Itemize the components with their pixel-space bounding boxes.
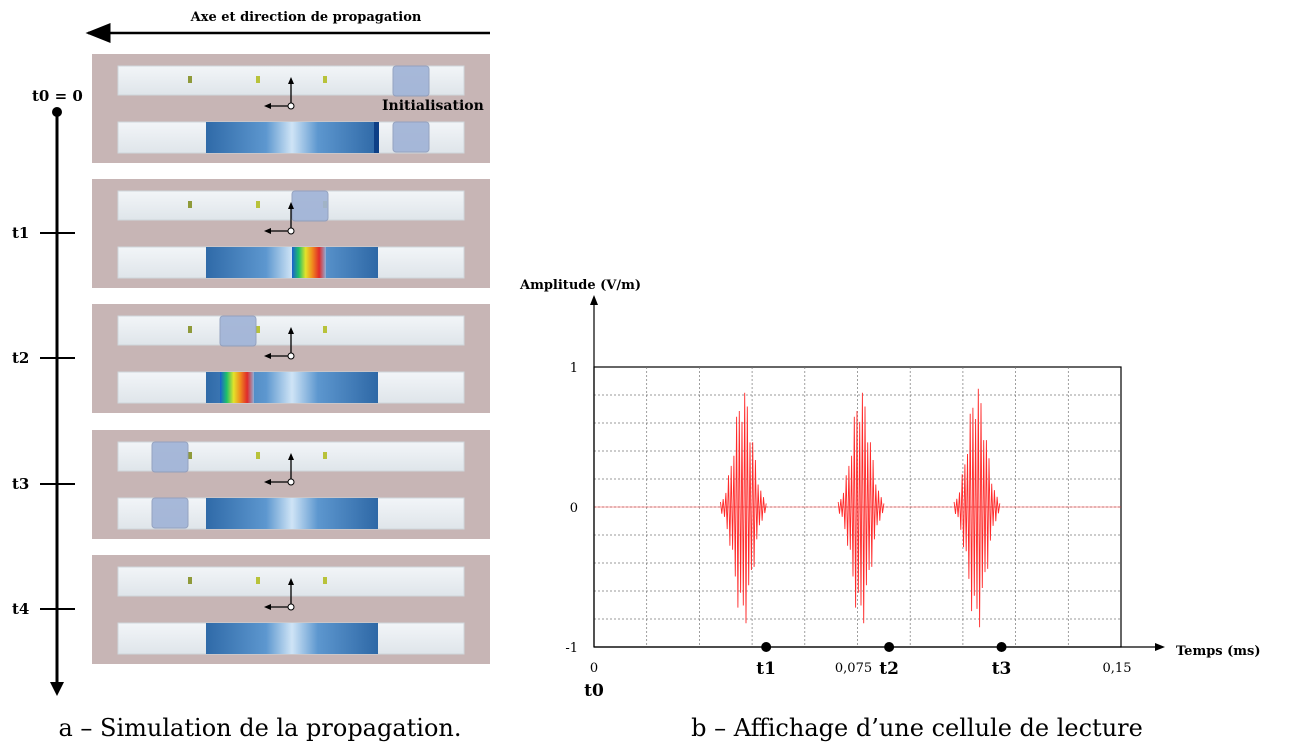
pulse-box [392,65,430,97]
chart-tick-labels: 1 0 -1 0 0,075 0,15 [565,361,1131,676]
x-axis-label: Temps (ms) [1176,644,1261,659]
pulse-box-lower [151,497,189,529]
panel-3 [92,430,490,539]
axis-x-head [264,353,271,359]
time-tick-label: t3 [12,475,29,493]
time-axis: t0 = 0 t1 t2 t3 t4 [12,87,83,696]
axis-y-dot [287,478,295,486]
sensor-mark [256,577,260,584]
sample-region [206,122,378,153]
sample-region [206,623,378,654]
axis-z-head [288,453,294,460]
axis-z-head [288,202,294,209]
propagation-axis-title: Axe et direction de propagation [190,10,422,25]
signal-series [594,388,1121,628]
marker-label: t1 [756,659,776,679]
panel-4 [92,555,490,664]
marker-dot [996,642,1007,652]
initialisation-label: Initialisation [382,98,484,114]
propagation-axis: Axe et direction de propagation [85,10,490,43]
axis-x-head [264,103,271,109]
axis-y-dot [287,102,295,110]
sensor-mark [256,76,260,83]
t0-label: t0 = 0 [32,87,83,105]
sensor-mark [188,76,192,83]
x-tick-label: 0,075 [835,661,872,676]
y-tick-label: -1 [565,641,578,656]
time-tick-label: t4 [12,600,29,618]
axis-y-dot [287,227,295,235]
axis-z-head [288,77,294,84]
marker-dot [884,642,895,652]
sample-edge [374,122,379,153]
signal-burst [720,392,767,624]
time-tick-label: t1 [12,224,29,242]
pulse-box [291,190,329,222]
signal-burst [953,388,1001,628]
caption-a: a – Simulation de la propagation. [58,714,461,742]
pulse-box-lower [392,121,430,153]
marker-label: t3 [992,659,1012,679]
x-tick-label: 0,15 [1103,661,1132,676]
sensor-mark [323,76,327,83]
sensor-mark [323,452,327,459]
x-tick-label: 0 [590,661,598,676]
pulse-box [151,441,189,473]
chart-axes [590,295,1165,651]
axis-y-dot [287,352,295,360]
sensor-mark [256,452,260,459]
caption-b: b – Affichage d’une cellule de lecture [691,714,1143,742]
x-axis-arrowhead [1155,643,1165,651]
y-axis-label: Amplitude (V/m) [519,278,641,293]
sensor-mark [188,577,192,584]
sample-region [206,498,378,529]
sensor-mark [256,201,260,208]
pulse-highlight [220,372,254,403]
axis-x-head [264,479,271,485]
time-axis-arrowhead [50,682,64,696]
simulation-panels [92,54,490,664]
axis-x-head [264,228,271,234]
axis-x-head [264,604,271,610]
y-tick-label: 0 [570,501,578,516]
signal-burst [837,392,885,624]
y-axis-arrowhead [590,295,598,305]
sensor-mark [188,452,192,459]
amplitude-chart: Amplitude (V/m) Temps (ms) 1 0 -1 0 0,075 0,1… [519,278,1261,701]
marker-label: t2 [879,659,899,679]
sensor-mark [188,326,192,333]
sensor-mark [256,326,260,333]
sensor-mark [323,326,327,333]
pulse-highlight [292,247,326,278]
y-tick-label: 1 [570,361,578,376]
marker-label-t0: t0 [584,681,604,701]
panel-2 [92,304,490,413]
panel-1 [92,179,490,288]
panel-0 [92,54,490,163]
axis-y-dot [287,603,295,611]
sensor-mark [188,201,192,208]
pulse-box [219,315,257,347]
time-tick-label: t2 [12,349,29,367]
time-markers: t0 t1 t2 t3 [584,642,1011,701]
axis-z-head [288,578,294,585]
t0-dot [52,107,62,117]
marker-dot [761,642,772,652]
sensor-mark [323,577,327,584]
axis-z-head [288,327,294,334]
